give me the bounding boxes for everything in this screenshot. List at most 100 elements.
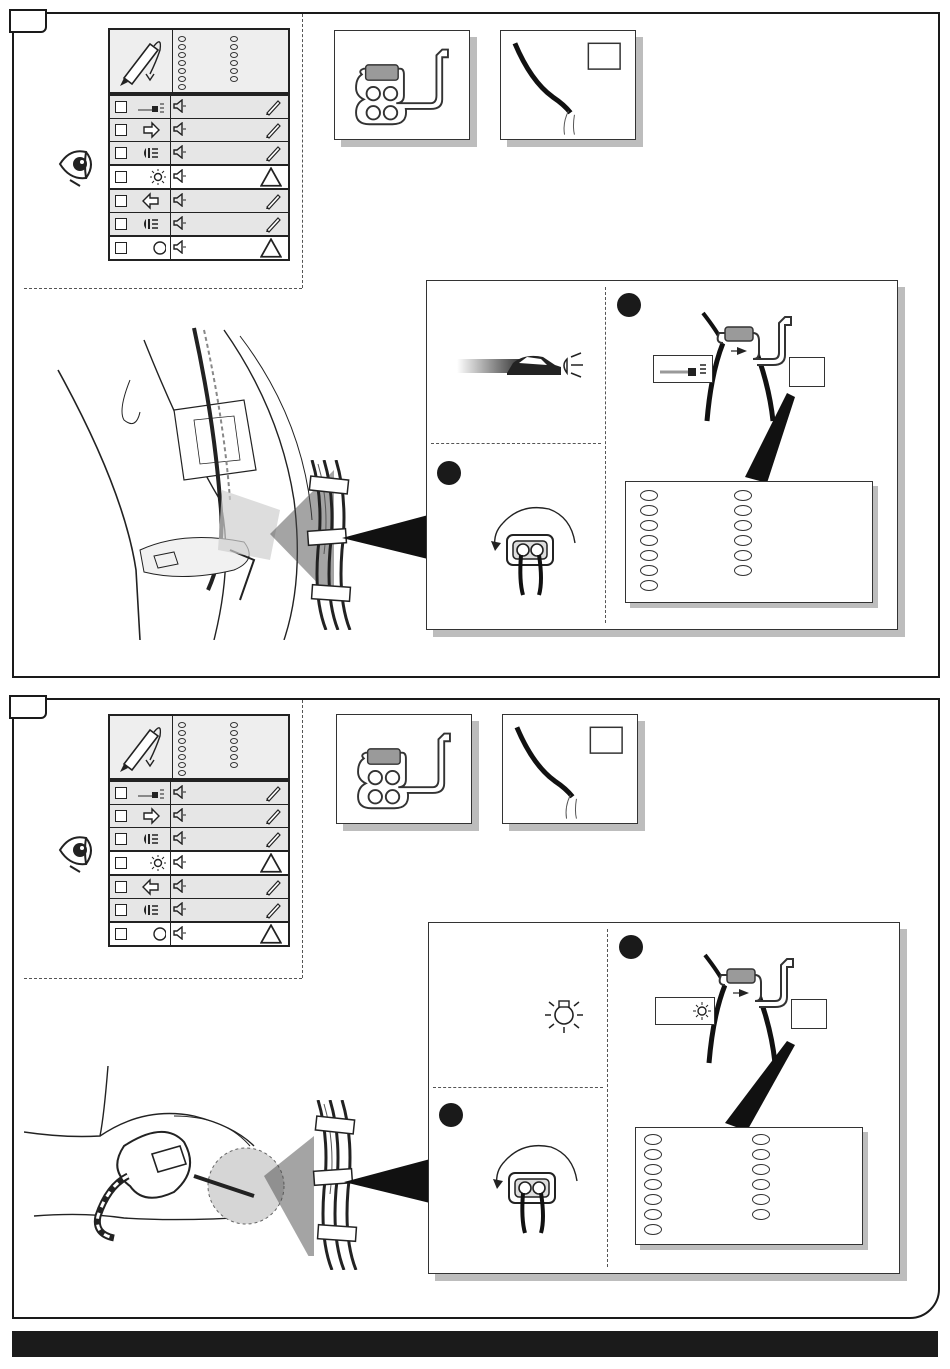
legend-row [110, 805, 288, 828]
checkbox[interactable] [115, 928, 127, 940]
speaker-icon [172, 855, 186, 869]
cable-icon [503, 715, 637, 823]
connection-detail-panel [428, 922, 900, 1274]
checkbox[interactable] [115, 124, 127, 136]
reverse-lamp-bulb-icon [539, 993, 589, 1037]
checkbox[interactable] [115, 857, 127, 869]
pin-dots-left [178, 34, 186, 92]
checkbox[interactable] [115, 881, 127, 893]
legend-row [110, 852, 288, 874]
pin-dots-right [230, 720, 238, 770]
eye-icon [56, 828, 98, 874]
pen-icon [264, 830, 282, 848]
side-lamp-icon [136, 144, 166, 162]
legend-row [110, 96, 288, 119]
rotate-connector-icon [461, 491, 591, 601]
circle-icon [136, 925, 166, 943]
indicator-left-icon [136, 878, 166, 896]
pen-icon [264, 784, 282, 802]
checkbox[interactable] [115, 904, 127, 916]
fog-rear-icon [136, 98, 166, 116]
side-lamp-icon [136, 901, 166, 919]
terminal-label-box [789, 357, 825, 387]
legend-header [110, 30, 288, 94]
checkbox[interactable] [115, 171, 127, 183]
function-legend-table [108, 28, 290, 261]
checkbox[interactable] [115, 242, 127, 254]
reverse-lamp-icon [656, 998, 714, 1024]
warning-triangle-icon [260, 167, 282, 187]
legend-group [110, 780, 288, 850]
pin-dots-left [178, 720, 186, 778]
legend-group [110, 164, 288, 188]
pin-assignment-box [635, 1127, 863, 1245]
cable-icon [501, 31, 635, 139]
checkbox[interactable] [115, 101, 127, 113]
indicator-right-icon [136, 121, 166, 139]
pen-icon [264, 878, 282, 896]
legend-row [110, 190, 288, 213]
legend-group [110, 94, 288, 164]
dashed-divider [431, 443, 601, 444]
dashed-divider [24, 288, 302, 289]
warning-triangle-icon [260, 238, 282, 258]
rear-fog-car-icon [457, 345, 587, 385]
footer-bar [12, 1331, 938, 1357]
clip-diagram-box [334, 30, 470, 140]
speaker-icon [172, 145, 186, 159]
pen-icon [264, 215, 282, 233]
rotate-connector-icon [463, 1129, 593, 1239]
checkbox[interactable] [115, 833, 127, 845]
speaker-icon [172, 216, 186, 230]
reverse-lamp-icon [136, 854, 166, 872]
legend-group [110, 921, 288, 945]
circle-icon [136, 239, 166, 257]
callout-pointer [745, 393, 795, 483]
step-number-tab [9, 9, 47, 33]
side-lamp-icon [136, 215, 166, 233]
speaker-icon [172, 902, 186, 916]
indicator-right-icon [136, 807, 166, 825]
warning-triangle-icon [260, 924, 282, 944]
reverse-lamp-icon [136, 168, 166, 186]
step-panel-2 [12, 698, 940, 1319]
legend-header [110, 716, 288, 780]
step-b-number [437, 461, 461, 485]
callout-pointer [342, 514, 432, 574]
pen-icon [264, 121, 282, 139]
legend-row [110, 899, 288, 921]
checkbox[interactable] [115, 218, 127, 230]
function-legend-table [108, 714, 290, 947]
wire-clip-icon [335, 31, 469, 139]
step-panel-1 [12, 12, 940, 678]
speaker-icon [172, 240, 186, 254]
speaker-icon [172, 926, 186, 940]
dashed-divider [607, 929, 608, 1267]
legend-row [110, 782, 288, 805]
test-probe-icon [110, 716, 173, 778]
test-probe-icon [110, 30, 173, 92]
eye-icon [56, 142, 98, 188]
legend-row [110, 213, 288, 235]
checkbox[interactable] [115, 810, 127, 822]
legend-row [110, 119, 288, 142]
legend-row [110, 166, 288, 188]
callout-pointer [725, 1041, 795, 1131]
legend-row [110, 828, 288, 850]
legend-row [110, 923, 288, 945]
clip-diagram-box [336, 714, 472, 824]
speaker-icon [172, 879, 186, 893]
legend-group [110, 874, 288, 921]
wire-clip-icon [337, 715, 471, 823]
checkbox[interactable] [115, 195, 127, 207]
checkbox[interactable] [115, 147, 127, 159]
checkbox[interactable] [115, 787, 127, 799]
pen-icon [264, 144, 282, 162]
warning-triangle-icon [260, 853, 282, 873]
pen-icon [264, 901, 282, 919]
pen-icon [264, 98, 282, 116]
side-lamp-icon [136, 830, 166, 848]
rear-lamp-housing-illustration [24, 1066, 314, 1256]
dashed-divider [302, 14, 303, 288]
dashed-divider [433, 1087, 603, 1088]
